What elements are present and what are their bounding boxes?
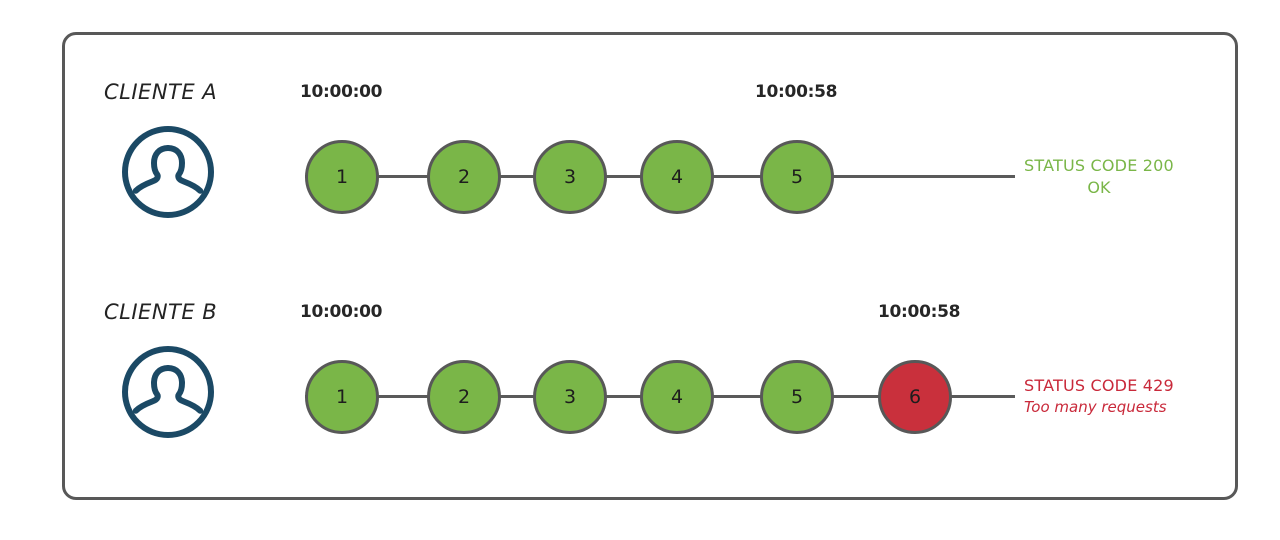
status-message-text: Too many requests xyxy=(1024,397,1167,416)
status-code-text: STATUS CODE 429 xyxy=(1024,376,1174,395)
request-node[interactable]: 2 xyxy=(427,360,501,434)
user-avatar-icon xyxy=(120,344,216,440)
request-node[interactable]: 4 xyxy=(640,140,714,214)
user-avatar-icon xyxy=(120,124,216,220)
request-node[interactable]: 2 xyxy=(427,140,501,214)
status-badge-b: STATUS CODE 429 Too many requests xyxy=(1024,375,1174,417)
timestamp-start-a: 10:00:00 xyxy=(300,82,383,102)
request-node[interactable]: 3 xyxy=(533,360,607,434)
timestamp-end-a: 10:00:58 xyxy=(755,82,838,102)
request-node[interactable]: 1 xyxy=(305,360,379,434)
request-node[interactable]: 3 xyxy=(533,140,607,214)
timestamp-end-b: 10:00:58 xyxy=(878,302,961,322)
status-code-text: STATUS CODE 200 xyxy=(1024,156,1174,175)
status-badge-a: STATUS CODE 200 OK xyxy=(1024,155,1174,198)
client-a-label: CLIENTE A xyxy=(104,80,218,104)
timestamp-start-b: 10:00:00 xyxy=(300,302,383,322)
request-node[interactable]: 1 xyxy=(305,140,379,214)
request-node-rejected[interactable]: 6 xyxy=(878,360,952,434)
client-row-b: CLIENTE B 10:00:00 10:00:58 1 2 3 4 5 6 … xyxy=(0,280,1280,480)
request-node[interactable]: 5 xyxy=(760,140,834,214)
client-b-label: CLIENTE B xyxy=(104,300,218,324)
request-node[interactable]: 4 xyxy=(640,360,714,434)
client-row-a: CLIENTE A 10:00:00 10:00:58 1 2 3 4 5 ST… xyxy=(0,60,1280,260)
status-message-text: OK xyxy=(1087,177,1111,197)
request-node[interactable]: 5 xyxy=(760,360,834,434)
